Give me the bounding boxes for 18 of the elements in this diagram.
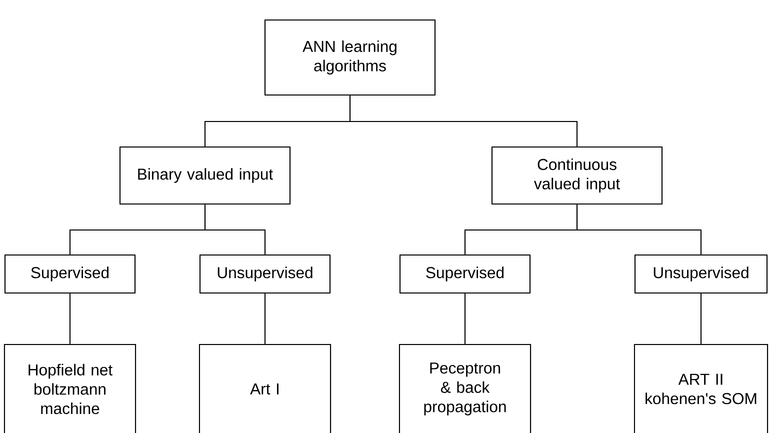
connector-line — [349, 96, 578, 146]
connector-line — [264, 294, 266, 344]
box: ART II kohenen's SOM — [634, 344, 768, 433]
connector-line — [69, 294, 71, 344]
connector-line — [204, 204, 266, 254]
box: Unsupervised — [199, 254, 331, 294]
box: Unsupervised — [634, 254, 768, 294]
box: Art I — [198, 344, 332, 433]
box: Supervised — [4, 254, 136, 294]
box: ANN learning algorithms — [264, 19, 436, 96]
connector-line — [576, 204, 702, 254]
box: Peceptron & back propagation — [398, 344, 532, 433]
connector-line — [700, 294, 702, 344]
box: Hopfield net boltzmann machine — [4, 344, 136, 433]
box: Supervised — [399, 254, 531, 294]
box: Binary valued input — [119, 146, 291, 205]
connector-line — [464, 294, 466, 344]
box: Continuous valued input — [491, 146, 663, 205]
